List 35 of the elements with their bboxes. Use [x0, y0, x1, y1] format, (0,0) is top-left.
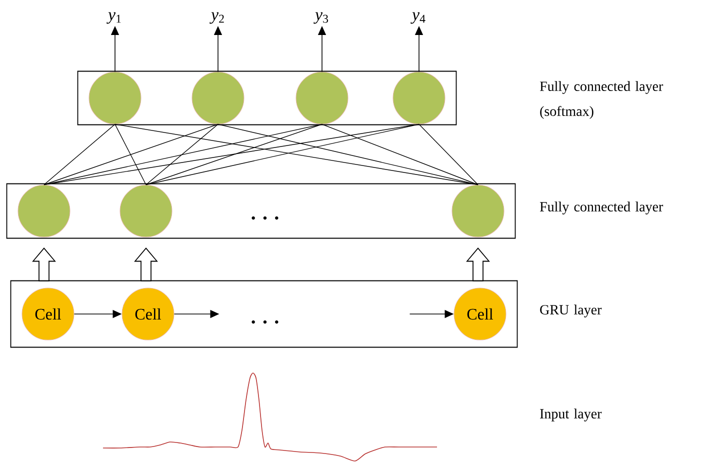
connection-line	[146, 124, 420, 186]
neuron-circle	[120, 184, 172, 238]
layer-box	[77, 70, 457, 126]
neuron-circle	[18, 184, 70, 238]
layer-box	[6, 183, 516, 239]
output-label: y$_{1}$	[106, 12, 121, 24]
output-label: y$_{2}$	[210, 12, 224, 24]
connection-line	[322, 124, 478, 186]
hollow-arrow	[32, 248, 56, 282]
layer-label: GRU layer	[540, 304, 602, 318]
output-label: y$_{3}$	[314, 12, 328, 24]
neuron-circle	[392, 72, 446, 124]
ellipsis: . . .	[252, 216, 278, 220]
layer-label: Fully connected layer (softmax)	[540, 81, 664, 119]
neuron-circle	[296, 72, 348, 124]
hollow-arrow	[466, 248, 490, 282]
neuron-circle	[452, 184, 504, 238]
connection-line	[44, 124, 420, 186]
ellipsis: . . .	[252, 320, 278, 324]
neuron-circle	[192, 72, 244, 124]
connection-line	[44, 124, 218, 186]
connection-line	[44, 124, 116, 186]
connection-line	[218, 124, 478, 186]
connection-line	[44, 124, 322, 186]
hollow-arrow	[134, 248, 158, 282]
connection-line	[146, 124, 218, 186]
output-label: y$_{4}$	[410, 12, 426, 24]
connection-line	[146, 124, 322, 186]
connection-line	[418, 124, 478, 186]
connection-line	[114, 124, 478, 186]
layer-box	[10, 280, 518, 348]
connection-line	[114, 124, 146, 186]
layer-label: Fully connected layer	[540, 202, 664, 214]
neuron-circle	[88, 72, 142, 124]
layer-label: Input layer	[540, 408, 602, 422]
